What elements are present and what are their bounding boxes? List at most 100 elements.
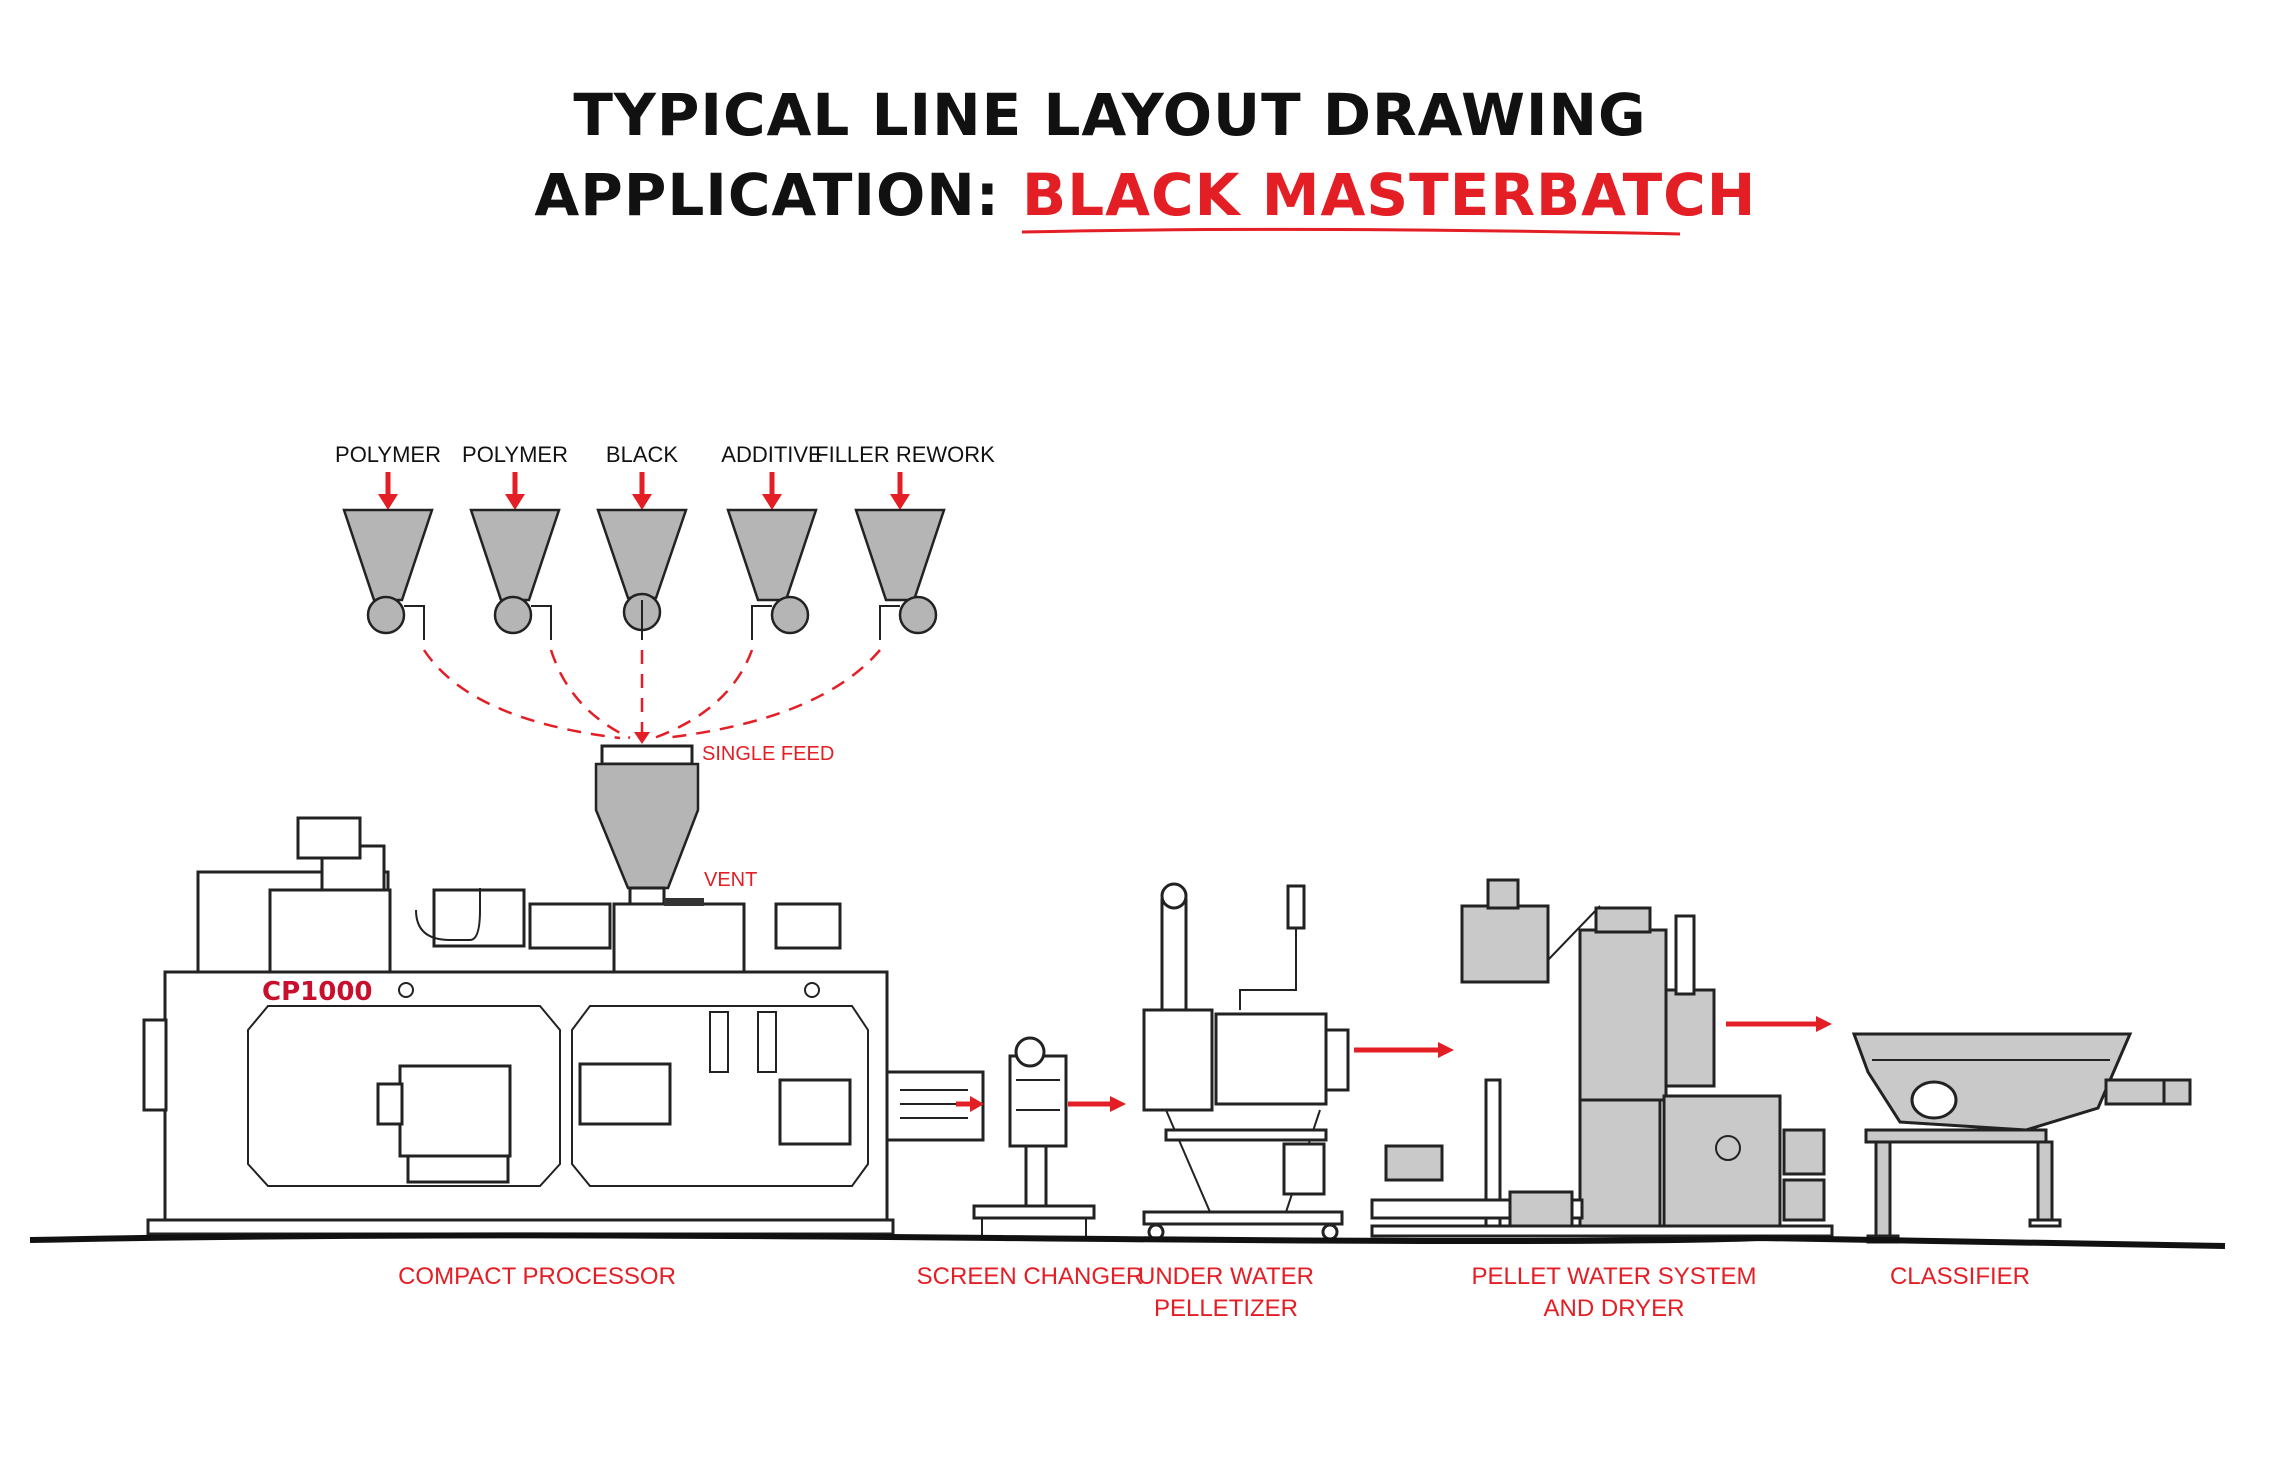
pelletizer-housing: [1142, 1008, 1214, 1112]
feeder-discharge: [751, 605, 772, 640]
classifier-crossbar: [1864, 1128, 2048, 1144]
feed-line-2: [549, 649, 631, 740]
feed-arrow-head: [505, 494, 525, 510]
frame-bolt-1: [398, 982, 414, 998]
gearbox: [268, 888, 392, 974]
changer-table: [972, 1204, 1096, 1220]
inner-panel: [778, 1078, 852, 1146]
inner-slot-1: [709, 1011, 729, 1073]
dryer-tower: [1578, 928, 1668, 1102]
title-line-2-prefix: APPLICATION:: [534, 161, 1000, 229]
water-skid: [1370, 1224, 1834, 1238]
inner-motor-cap: [376, 1082, 404, 1126]
pelletizer-box: [1282, 1142, 1326, 1196]
title-line-2-highlight: BLACK MASTERBATCH: [1022, 161, 1756, 229]
inner-slot-2: [757, 1011, 777, 1073]
dryer-top-unit: [1460, 904, 1550, 984]
feed-arrow-head: [762, 494, 782, 510]
dryer-frame: [1578, 1098, 1662, 1230]
flow-arrow-2: [1068, 1096, 1126, 1112]
feeder-2: POLYMER: [462, 442, 568, 640]
flow-arrow-head: [1110, 1096, 1126, 1112]
dryer-top-pipe: [1486, 878, 1520, 910]
pelletizer-wheel-2: [1321, 1223, 1339, 1241]
vent-grate: [664, 898, 704, 906]
feeder-motor: [898, 595, 938, 635]
feeder-motor: [493, 595, 533, 635]
feeder-discharge: [879, 605, 900, 640]
piping: [415, 888, 481, 941]
feeder-1: POLYMER: [335, 442, 441, 640]
right-compartment: [571, 1005, 869, 1187]
hopper: [342, 508, 434, 602]
title-underline: [1021, 227, 1681, 236]
classifier-motor: [2162, 1078, 2192, 1106]
flow-arrow-1: [956, 1096, 984, 1112]
motor-top: [296, 816, 362, 860]
processor-skid: [146, 1218, 895, 1236]
feeder-label: POLYMER: [335, 442, 441, 467]
hopper: [596, 508, 688, 600]
classifier-deck: [1851, 1032, 2133, 1132]
ground-line: [29, 1232, 2226, 1249]
label-screen-changer: SCREEN CHANGER: [917, 1263, 1144, 1290]
feed-arrow-head: [378, 494, 398, 510]
feeder-label: FILLER REWORK: [815, 442, 995, 467]
single-feed-hopper: SINGLE FEED: [594, 743, 834, 906]
label-compact-processor: COMPACT PROCESSOR: [398, 1263, 676, 1290]
feed-arrow-head: [890, 494, 910, 510]
pelletizer-top-valve: [1160, 882, 1188, 910]
label-pellet-water-line-2: AND DRYER: [1544, 1295, 1685, 1322]
single-feed-cone: [594, 762, 700, 890]
changer-top: [1014, 1036, 1046, 1068]
flow-arrow-head: [1816, 1016, 1832, 1032]
single-feed-neck: [628, 886, 666, 906]
feeder-4: ADDITIVE: [721, 442, 823, 640]
label-under-water-line-1: UNDER WATER: [1138, 1263, 1314, 1290]
processor-frame: [163, 970, 889, 1229]
title-line-1: TYPICAL LINE LAYOUT DRAWING: [573, 81, 1646, 149]
barrel-block-1: [774, 902, 842, 950]
feeder-label: POLYMER: [462, 442, 568, 467]
classifier-leg-2: [2036, 1140, 2054, 1224]
pelletizer-base: [1142, 1210, 1344, 1226]
vent-label: VENT: [704, 869, 757, 891]
under-water-pelletizer: [1142, 882, 1350, 1241]
feeder-discharge: [531, 605, 552, 640]
feeder-motor: [770, 595, 810, 635]
water-tank-port: [1715, 1135, 1741, 1161]
dryer-valve-col: [1674, 914, 1696, 996]
feed-lines: [422, 649, 881, 744]
pelletizer-motor: [1214, 1012, 1328, 1106]
brand-badge: CP1000: [262, 977, 373, 1007]
hopper: [469, 508, 561, 602]
pelletizer-crossbar: [1164, 1128, 1328, 1142]
inner-motor-base: [406, 1154, 510, 1184]
feed-line-1: [422, 649, 621, 740]
changer-column: [1024, 1144, 1048, 1210]
feeders: POLYMER POLYMER BLACK ADDITIVE: [335, 442, 995, 640]
single-feed-collar: [600, 744, 694, 766]
feed-line-4: [653, 649, 754, 740]
single-feed-label: SINGLE FEED: [702, 743, 834, 765]
classifier-foot-2: [2028, 1218, 2062, 1228]
flow-arrow-head: [970, 1096, 984, 1112]
label-pellet-water-line-1: PELLET WATER SYSTEM: [1472, 1263, 1757, 1290]
compact-processor: VENT CP1000: [142, 816, 985, 1236]
flow-arrow-3: [1354, 1042, 1454, 1058]
label-under-water-line-2: PELLETIZER: [1154, 1295, 1298, 1322]
hopper: [854, 508, 946, 602]
pelletizer-pipe: [1239, 928, 1297, 1010]
feeder-label: BLACK: [606, 442, 678, 467]
flow-arrow-head: [1438, 1042, 1454, 1058]
dryer-side-tank: [1664, 988, 1716, 1088]
side-panel-left: [142, 1018, 168, 1112]
left-compartment: [247, 1005, 561, 1187]
changer-head: [1008, 1054, 1068, 1148]
heat-exchanger: [1782, 1178, 1826, 1222]
dryer-tower-top: [1594, 906, 1652, 934]
feeder-discharge: [404, 605, 425, 640]
classifier-drive: [1910, 1080, 1958, 1120]
frame-bolt-2: [804, 982, 820, 998]
